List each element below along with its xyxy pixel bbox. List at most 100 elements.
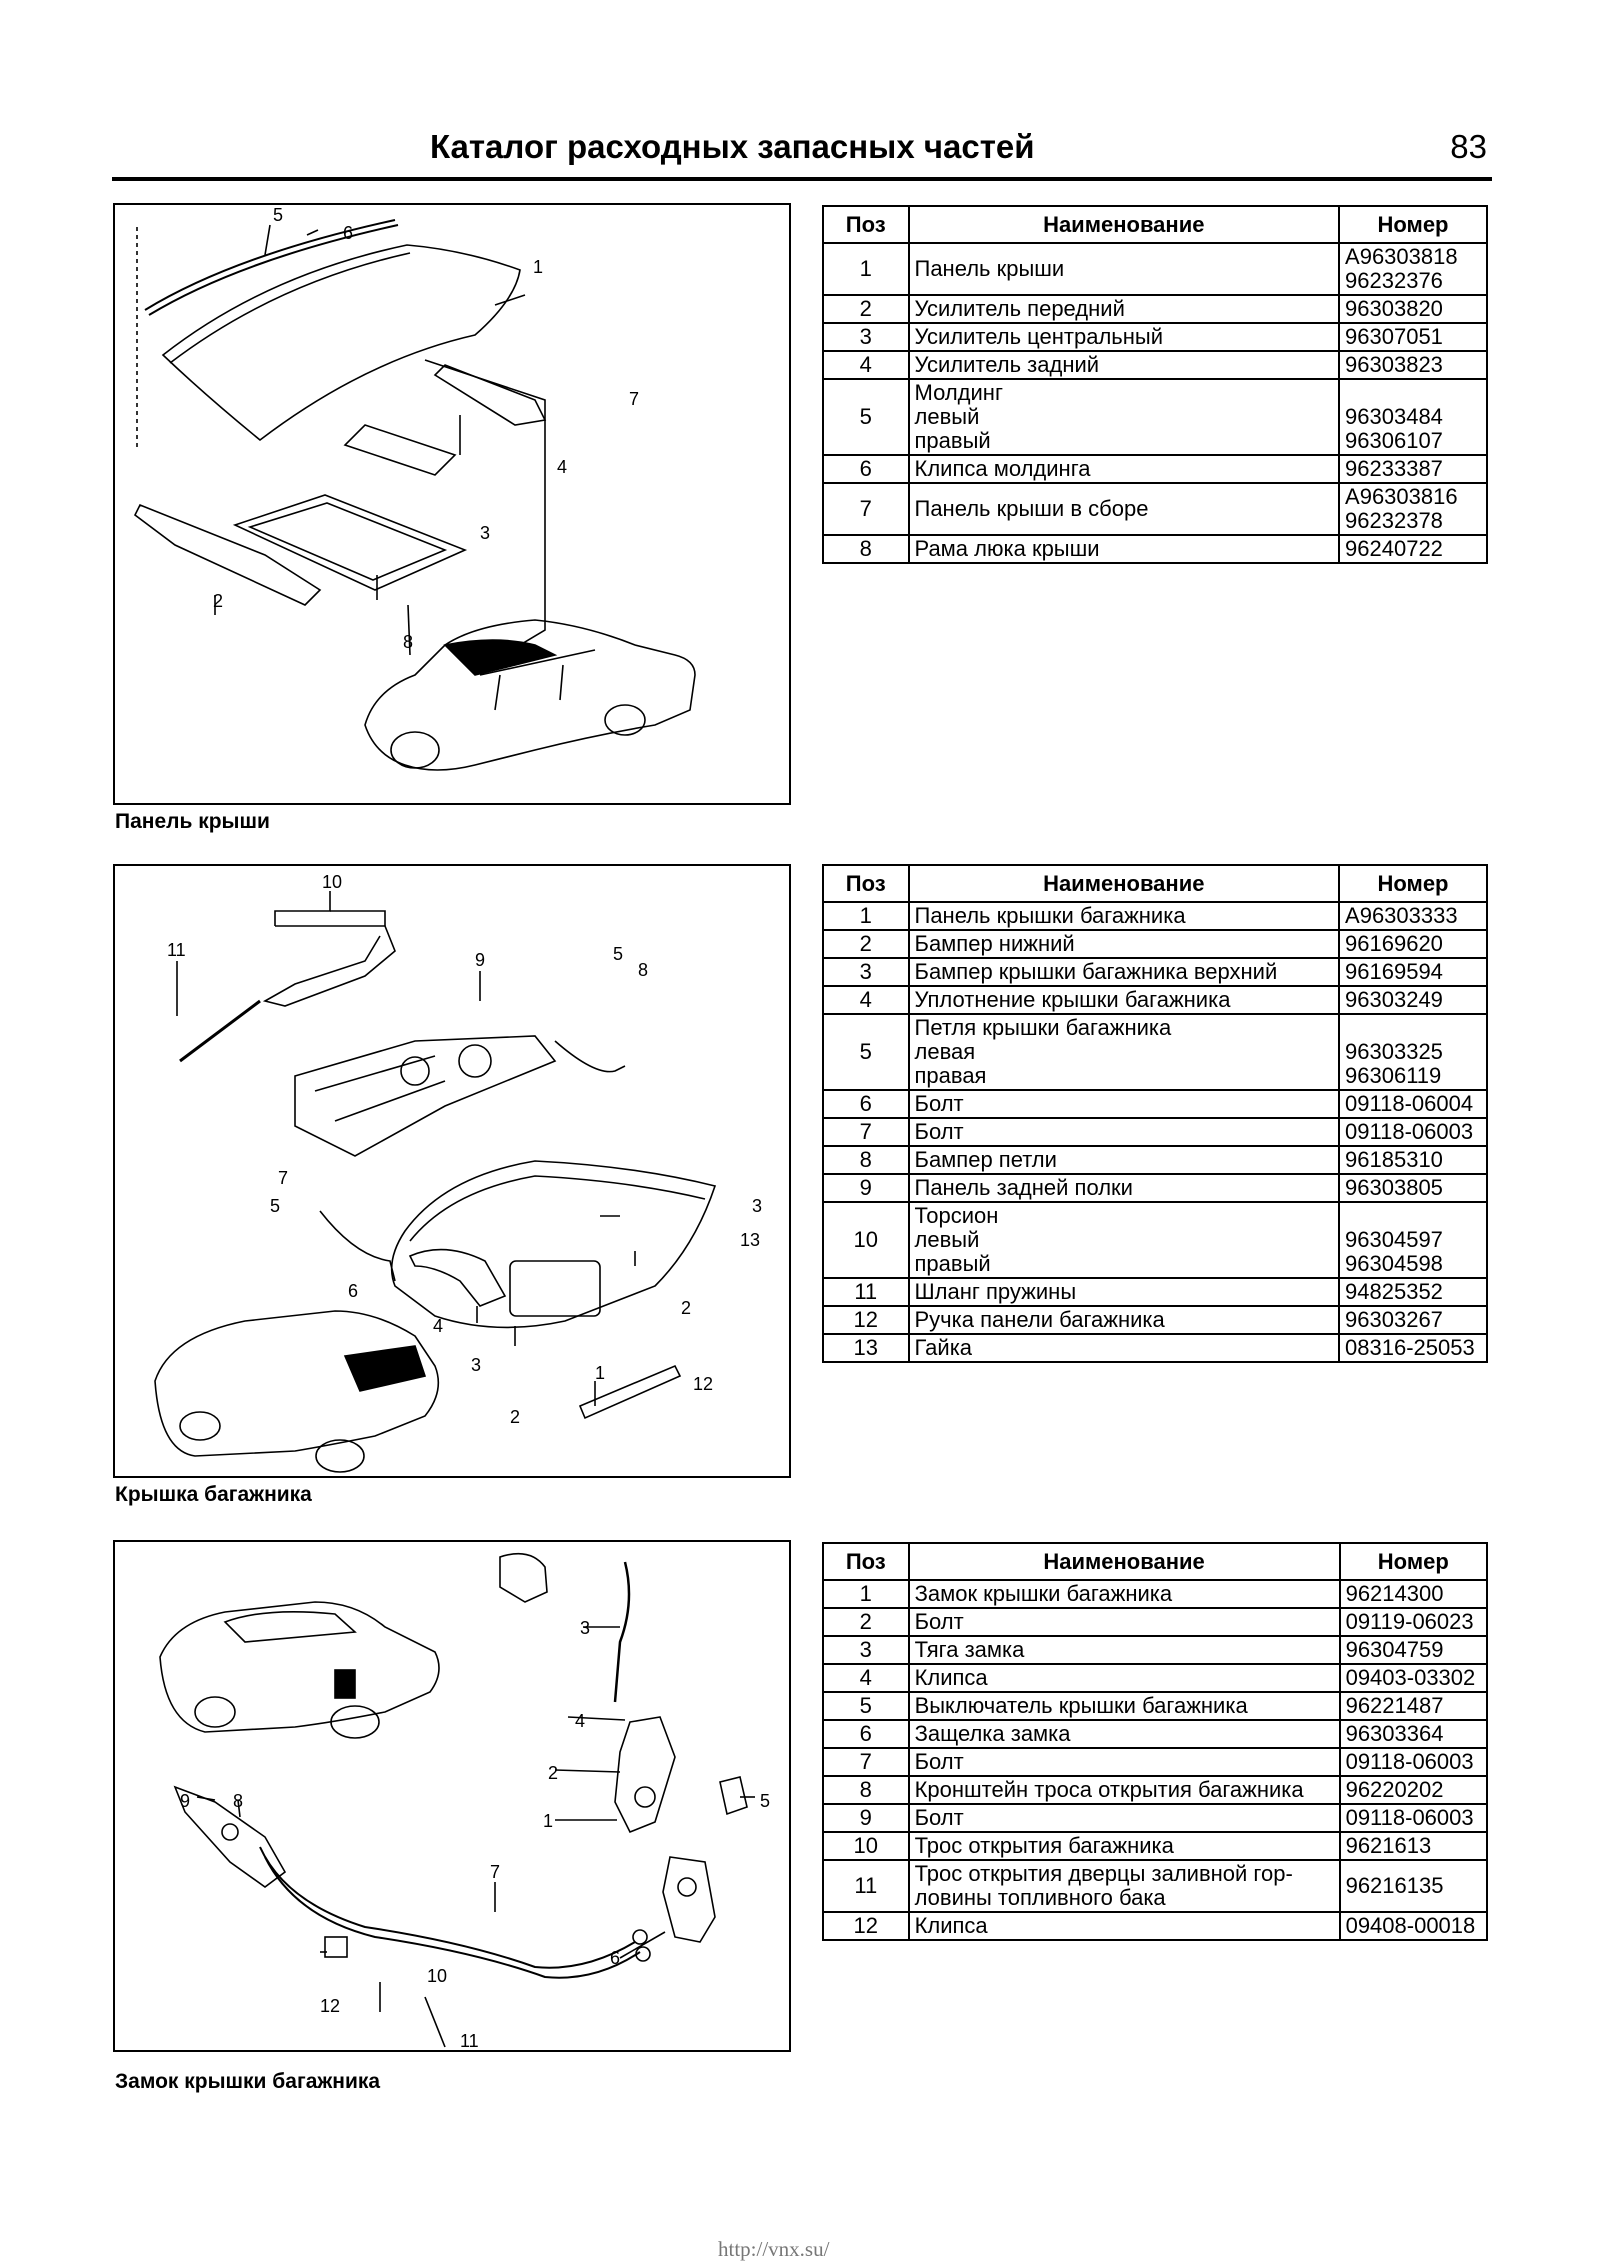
row-name: Трос открытия багажника <box>907 1831 1341 1861</box>
row-name: Панель крыши <box>907 242 1341 296</box>
header-name: Наименование <box>907 864 1341 903</box>
row-number: 96169594 <box>1338 957 1488 987</box>
row-pos: 12 <box>822 1911 910 1941</box>
row-pos: 13 <box>822 1333 910 1363</box>
row-pos: 12 <box>822 1305 910 1335</box>
header-pos: Поз <box>822 1542 910 1581</box>
callout-9: 9 <box>180 1791 190 1811</box>
row-number: A96303816 96232378 <box>1338 482 1488 536</box>
row-pos: 8 <box>822 1145 910 1175</box>
row-pos: 1 <box>822 1579 910 1609</box>
table-header-row: Поз Наименование Номер <box>822 205 1488 244</box>
row-number: 96307051 <box>1338 322 1488 352</box>
header-name: Наименование <box>907 205 1341 244</box>
row-pos: 8 <box>822 1775 910 1805</box>
row-name: Усилитель задний <box>907 350 1341 380</box>
row-name: Молдинг левый правый <box>907 378 1341 456</box>
trunk-lock-diagram: 3 4 2 5 1 9 8 7 6 10 12 11 <box>113 1540 791 2052</box>
callout-5: 5 <box>760 1791 770 1811</box>
row-name: Бампер петли <box>907 1145 1341 1175</box>
row-pos: 3 <box>822 1635 910 1665</box>
callout-13: 13 <box>740 1230 760 1250</box>
callout-8: 8 <box>403 632 413 652</box>
callout-11: 11 <box>460 2031 479 2050</box>
row-number: 09118-06003 <box>1338 1747 1489 1777</box>
row-pos: 3 <box>822 322 910 352</box>
table-header-row: Поз Наименование Номер <box>822 1542 1489 1581</box>
callout-7: 7 <box>490 1862 500 1882</box>
row-name: Бампер нижний <box>907 929 1341 959</box>
row-pos: 1 <box>822 901 910 931</box>
trunk-lock-caption: Замок крышки багажника <box>115 2070 381 2093</box>
row-name: Выключатель крышки багажника <box>907 1691 1341 1721</box>
row-number: 96169620 <box>1338 929 1488 959</box>
row-number: 96303805 <box>1338 1173 1488 1203</box>
callout-3b: 3 <box>471 1355 481 1375</box>
row-name: Бампер крышки багажника верхний <box>907 957 1341 987</box>
row-pos: 5 <box>822 378 910 456</box>
row-name: Клипса <box>907 1911 1341 1941</box>
callout-4: 4 <box>557 457 567 477</box>
row-pos: 8 <box>822 534 910 564</box>
roof-panel-drawing: 5 6 1 7 4 3 2 8 <box>133 205 696 771</box>
callout-8: 8 <box>233 1791 243 1811</box>
callout-5: 5 <box>613 944 623 964</box>
row-number: 09118-06004 <box>1338 1089 1488 1119</box>
row-name: Болт <box>907 1607 1341 1637</box>
callout-2: 2 <box>213 591 223 611</box>
row-pos: 2 <box>822 929 910 959</box>
callout-9: 9 <box>475 950 485 970</box>
callout-3: 3 <box>752 1196 762 1216</box>
row-name: Шланг пружины <box>907 1277 1341 1307</box>
callout-10: 10 <box>322 872 342 892</box>
trunk-lock-drawing: 3 4 2 5 1 9 8 7 6 10 12 11 <box>159 1552 770 2050</box>
row-name: Панель крыши в сборе <box>907 482 1341 536</box>
row-pos: 6 <box>822 1719 910 1749</box>
callout-1: 1 <box>543 1811 553 1831</box>
callout-6: 6 <box>343 223 353 243</box>
row-number: 09118-06003 <box>1338 1117 1488 1147</box>
row-number: 96233387 <box>1338 454 1488 484</box>
table-header-row: Поз Наименование Номер <box>822 864 1488 903</box>
row-name: Клипса молдинга <box>907 454 1341 484</box>
callout-3: 3 <box>580 1618 590 1638</box>
callout-2: 2 <box>548 1763 558 1783</box>
header-pos: Поз <box>822 864 910 903</box>
row-name: Болт <box>907 1747 1341 1777</box>
row-number: A96303818 96232376 <box>1338 242 1488 296</box>
row-pos: 7 <box>822 1117 910 1147</box>
callout-1: 1 <box>595 1363 605 1383</box>
row-pos: 7 <box>822 482 910 536</box>
row-number: 96214300 <box>1338 1579 1489 1609</box>
trunk-lid-caption: Крышка багажника <box>115 1483 312 1506</box>
row-number: 96240722 <box>1338 534 1488 564</box>
callout-12: 12 <box>693 1374 713 1394</box>
row-number: 96303249 <box>1338 985 1488 1015</box>
callout-2b: 2 <box>510 1407 520 1427</box>
row-pos: 11 <box>822 1277 910 1307</box>
row-number: 96304597 96304598 <box>1338 1201 1488 1279</box>
row-pos: 4 <box>822 350 910 380</box>
callout-11: 11 <box>167 940 186 960</box>
row-name: Усилитель центральный <box>907 322 1341 352</box>
row-number: 09119-06023 <box>1338 1607 1489 1637</box>
row-number: 09403-03302 <box>1338 1663 1489 1693</box>
row-number: 96303820 <box>1338 294 1488 324</box>
callout-2: 2 <box>681 1298 691 1318</box>
page-number: 83 <box>1450 128 1487 165</box>
row-pos: 4 <box>822 1663 910 1693</box>
row-name: Болт <box>907 1089 1341 1119</box>
header-name: Наименование <box>907 1542 1341 1581</box>
row-pos: 7 <box>822 1747 910 1777</box>
